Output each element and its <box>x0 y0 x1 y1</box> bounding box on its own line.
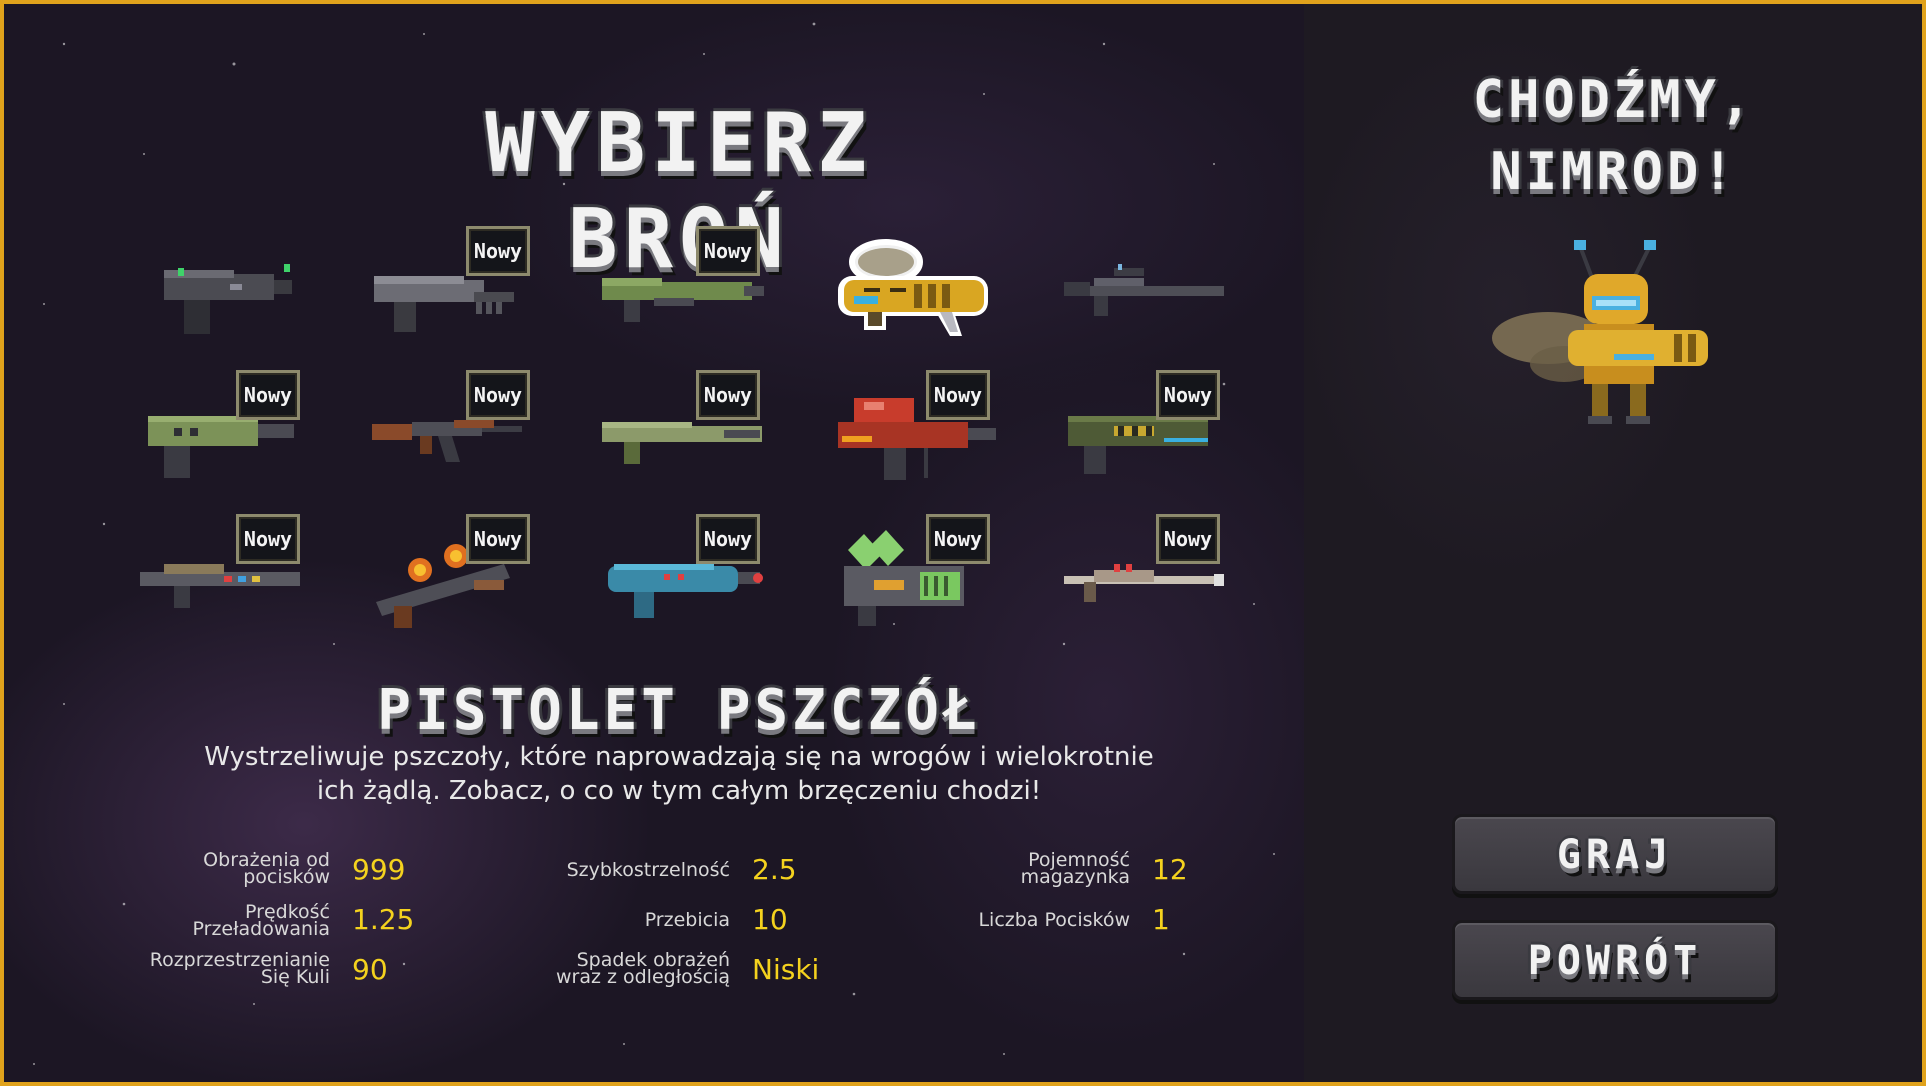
play-button-label: GRAJ <box>1556 832 1674 878</box>
new-badge: Nowy <box>1156 370 1220 420</box>
assault-rifle-icon <box>372 420 522 462</box>
grey-pistol-icon <box>374 276 514 332</box>
new-badge: Nowy <box>696 370 760 420</box>
new-badge: Nowy <box>696 514 760 564</box>
sniper-rifle-icon <box>1064 264 1224 316</box>
new-badge: Nowy <box>926 514 990 564</box>
hero-title-line-2: NIMROD! <box>1490 142 1738 202</box>
stat-bullets-label: Liczba Pocisków <box>978 909 1130 931</box>
stat-magazine-value: 12 <box>1152 853 1188 886</box>
weapon-slot-5[interactable] <box>1054 232 1234 352</box>
stat-fire-rate-value: 2.5 <box>752 853 797 886</box>
blaster-pistol-icon <box>164 264 292 334</box>
hazard-blaster-icon <box>1068 416 1208 474</box>
play-button[interactable]: GRAJ <box>1452 814 1778 894</box>
stat-spread-value: 90 <box>352 953 388 986</box>
weapon-slot-2[interactable]: Nowy <box>364 226 544 352</box>
green-rifle-icon <box>602 278 764 322</box>
laser-sniper-icon <box>1064 564 1224 602</box>
bee-gun-icon <box>838 239 988 336</box>
description-line-2: ich żądlą. Zobacz, o co w tym całym brzę… <box>316 776 1042 806</box>
new-badge: Nowy <box>466 370 530 420</box>
battery-launcher-icon <box>844 530 964 626</box>
hero-title: CHODŹMY, NIMROD! <box>1404 64 1824 208</box>
weapon-slot-15[interactable]: Nowy <box>1054 514 1234 640</box>
weapon-name: PISTOLET PSZCZÓŁ <box>377 678 981 743</box>
stat-pierce-value: 10 <box>752 903 788 936</box>
new-badge: Nowy <box>1156 514 1220 564</box>
hero-panel <box>1304 4 1922 1082</box>
description-line-1: Wystrzeliwuje pszczoły, które naprowadza… <box>204 742 1154 772</box>
weapon-slot-3[interactable]: Nowy <box>594 226 774 352</box>
weapon-slot-4-selected[interactable] <box>824 232 1004 352</box>
stat-pierce-label: Przebicia <box>644 909 730 931</box>
blue-beast-gun-icon <box>608 564 763 618</box>
weapon-slot-10[interactable]: Nowy <box>1054 370 1234 496</box>
weapon-slot-1[interactable] <box>134 232 314 352</box>
weapon-slot-12[interactable]: Nowy <box>364 514 544 640</box>
new-badge: Nowy <box>466 226 530 276</box>
weapon-slot-7[interactable]: Nowy <box>364 370 544 496</box>
weapon-slot-11[interactable]: Nowy <box>134 514 314 640</box>
weapon-slot-14[interactable]: Nowy <box>824 514 1004 640</box>
stat-falloff-value: Niski <box>752 953 820 986</box>
hero-title-line-1: CHODŹMY, <box>1472 70 1756 130</box>
stat-fire-rate-label: Szybkostrzelność <box>566 859 730 881</box>
back-button-label: POWRÓT <box>1527 938 1703 984</box>
weapon-slot-6[interactable]: Nowy <box>134 370 314 496</box>
weapon-description: Wystrzeliwuje pszczoły, które naprowadza… <box>114 740 1244 808</box>
new-badge: Nowy <box>466 514 530 564</box>
new-badge: Nowy <box>236 370 300 420</box>
new-badge: Nowy <box>236 514 300 564</box>
green-pistol-icon <box>148 416 294 478</box>
weapon-slot-8[interactable]: Nowy <box>594 370 774 496</box>
red-machine-gun-icon <box>838 398 996 480</box>
back-button[interactable]: POWRÓT <box>1452 920 1778 1000</box>
stat-damage-value: 999 <box>352 853 406 886</box>
stat-reload-value: 1.25 <box>352 903 415 936</box>
hero-bee-character-icon <box>1492 240 1708 424</box>
flame-rifle-icon <box>376 544 510 628</box>
new-badge: Nowy <box>696 226 760 276</box>
plasma-rifle-icon <box>140 564 300 608</box>
new-badge: Nowy <box>926 370 990 420</box>
weapon-slot-9[interactable]: Nowy <box>824 370 1004 496</box>
weapon-slot-13[interactable]: Nowy <box>594 514 774 640</box>
long-green-rifle-icon <box>602 422 762 464</box>
screen-title: WYBIERZ BROŃ <box>485 96 873 287</box>
stat-bullets-value: 1 <box>1152 903 1170 936</box>
